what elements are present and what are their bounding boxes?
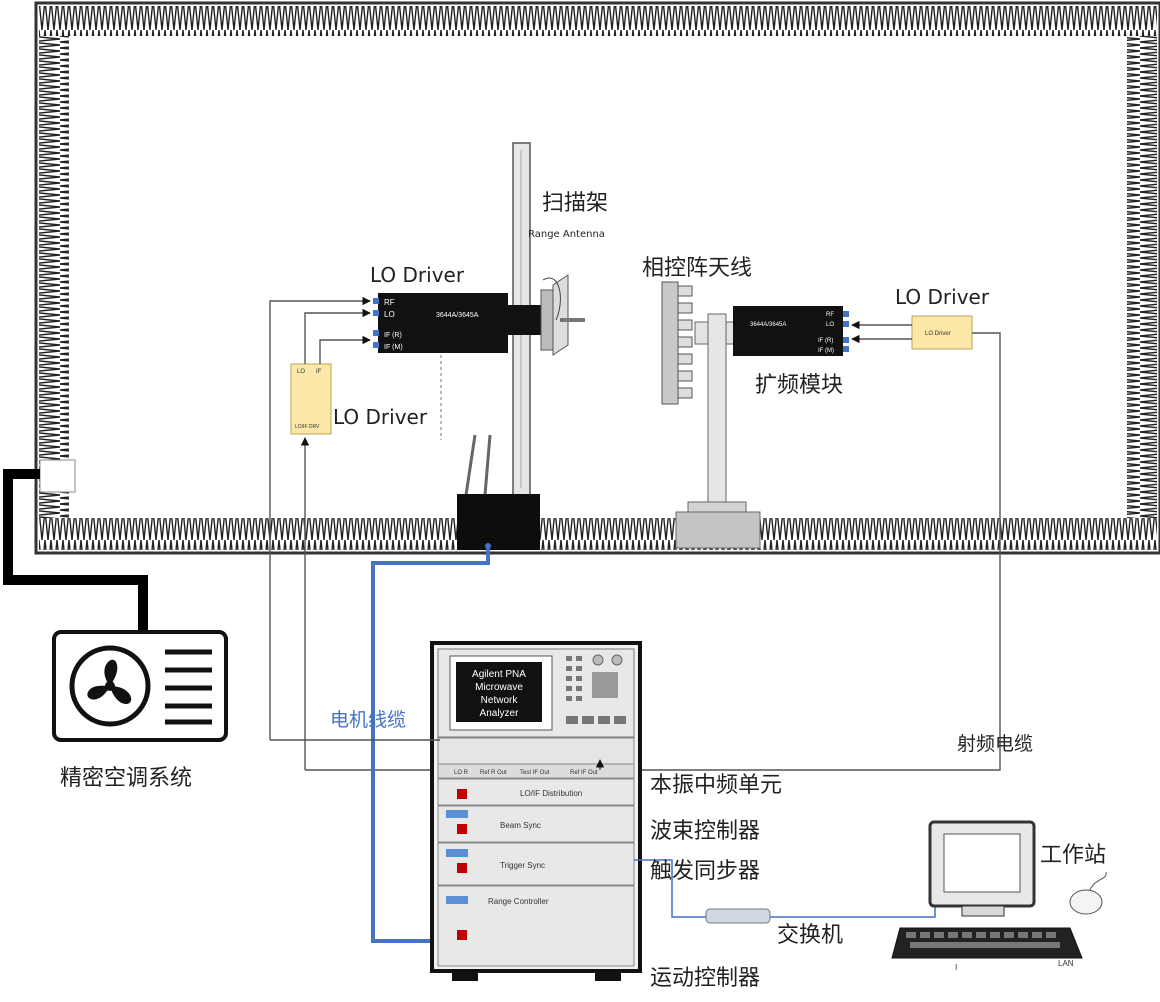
fan-icon [87, 659, 132, 704]
anechoic-chamber [34, 1, 1160, 555]
lo-box-left: LO IF LO/IF DRV [290, 363, 332, 435]
label-trigger-sync: 触发同步器 [650, 859, 760, 884]
port-ref-r-out: Ref R Out [480, 770, 507, 776]
left-module-cabling [269, 296, 442, 770]
beam-panel-label: Beam Sync [500, 821, 541, 830]
range-panel-label: Range Controller [488, 897, 549, 906]
range-antenna [508, 274, 585, 356]
precision-ac-unit [52, 630, 228, 742]
ext-right-port-ifr: IF (R) [818, 338, 833, 344]
workstation: I LAN [891, 820, 1107, 972]
port-ref-if-out: Ref IF Out [570, 770, 598, 776]
right-module-cabling [305, 320, 1001, 771]
port-test-if-out: Test IF Out [520, 770, 550, 776]
pna-line-1: Agilent PNA [472, 669, 526, 680]
ext-left-port-ifm: IF (M) [384, 344, 403, 351]
label-lo-driver-left: LO Driver [333, 405, 428, 429]
ext-right-port-rf: RF [826, 312, 834, 318]
mouse-icon [1069, 889, 1103, 915]
label-motor-cable: 电机线缆 [330, 709, 406, 731]
pna-line-3: Network [481, 695, 519, 706]
beam-sync-panel: Beam Sync [437, 805, 635, 843]
lo-if-panel-label: LO/IF Distribution [520, 789, 582, 798]
label-lo-driver-top: LO Driver [370, 263, 465, 287]
label-scanner: 扫描架 [542, 191, 608, 216]
trigger-panel-label: Trigger Sync [500, 861, 545, 870]
ext-right-model: 3644A/3645A [750, 322, 786, 328]
equipment-rack: Agilent PNA Microwave Network Analyzer L… [430, 641, 642, 981]
label-precision-ac: 精密空调系统 [60, 766, 192, 791]
range-controller-panel: Range Controller [437, 885, 635, 967]
network-analyzer: Agilent PNA Microwave Network Analyzer [437, 648, 635, 738]
lo-box-left-port-lo: LO [297, 369, 305, 375]
ext-right-port-lo: LO [826, 322, 834, 328]
label-freq-ext-module: 扩频模块 [755, 373, 843, 398]
label-lo-driver-right: LO Driver [895, 285, 990, 309]
ext-left-port-ifr: IF (R) [384, 332, 402, 339]
lo-box-right-name: LO Driver [925, 331, 951, 337]
port-lo-r: LO R [454, 770, 469, 776]
label-lo-if-unit: 本振中频单元 [650, 773, 782, 798]
workstation-port-lan: LAN [1058, 959, 1074, 968]
label-motion-controller: 运动控制器 [650, 966, 760, 991]
label-phased-array: 相控阵天线 [642, 256, 752, 281]
ext-left-model: 3644A/3645A [436, 312, 479, 319]
rack-cabling [270, 739, 605, 770]
label-workstation: 工作站 [1040, 843, 1106, 868]
label-switch: 交换机 [777, 923, 843, 948]
label-beam-controller: 波束控制器 [650, 819, 760, 844]
ext-right-port-ifm: IF (M) [818, 348, 834, 354]
ext-left-port-rf: RF [384, 298, 395, 307]
pna-line-2: Microwave [475, 682, 523, 693]
lo-if-distribution-panel: LO/IF Distribution [437, 778, 635, 806]
freq-extender-right: RF LO IF (R) IF (M) 3644A/3645A [733, 306, 849, 356]
label-range-antenna: Range Antenna [528, 229, 605, 240]
lo-box-left-name: LO/IF DRV [295, 424, 320, 430]
motor-cable [371, 548, 490, 943]
rack-port-row: LO R Ref R Out Test IF Out Ref IF Out [437, 763, 635, 779]
ext-left-port-lo: LO [384, 310, 395, 319]
phased-array-antenna [661, 281, 761, 549]
lo-box-left-port-if: IF [316, 369, 322, 375]
ac-duct [3, 459, 148, 630]
pna-line-4: Analyzer [480, 708, 520, 719]
lo-box-right: LO Driver [911, 315, 973, 350]
freq-extender-left: RF LO IF (R) IF (M) 3644A/3645A [373, 293, 508, 353]
label-rf-cable: 射频电缆 [957, 733, 1033, 755]
workstation-port-i: I [955, 963, 957, 972]
trigger-sync-panel: Trigger Sync [437, 842, 635, 886]
